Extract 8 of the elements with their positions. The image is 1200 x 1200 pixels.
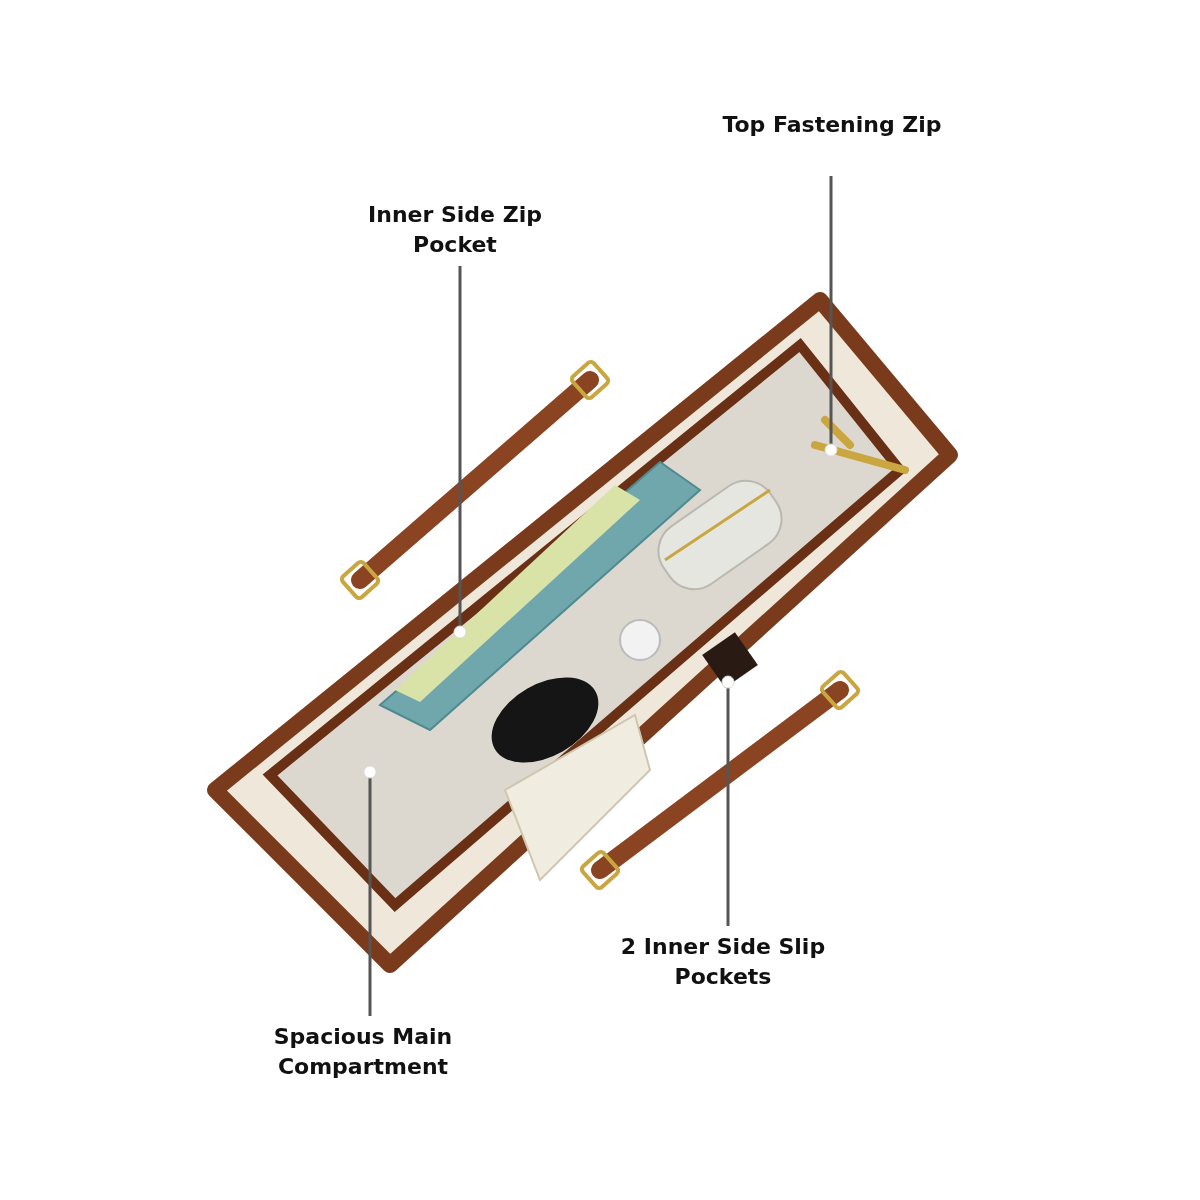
callout-label: Inner Side Zip Pocket	[340, 200, 570, 260]
leader-line	[721, 675, 735, 926]
leader-line	[363, 765, 377, 1016]
leader-line	[824, 176, 838, 457]
callout-label: Top Fastening Zip	[712, 110, 952, 140]
callout-label: Spacious Main Compartment	[243, 1022, 483, 1082]
leader-line	[453, 266, 467, 639]
callout-label: 2 Inner Side Slip Pockets	[598, 932, 848, 992]
